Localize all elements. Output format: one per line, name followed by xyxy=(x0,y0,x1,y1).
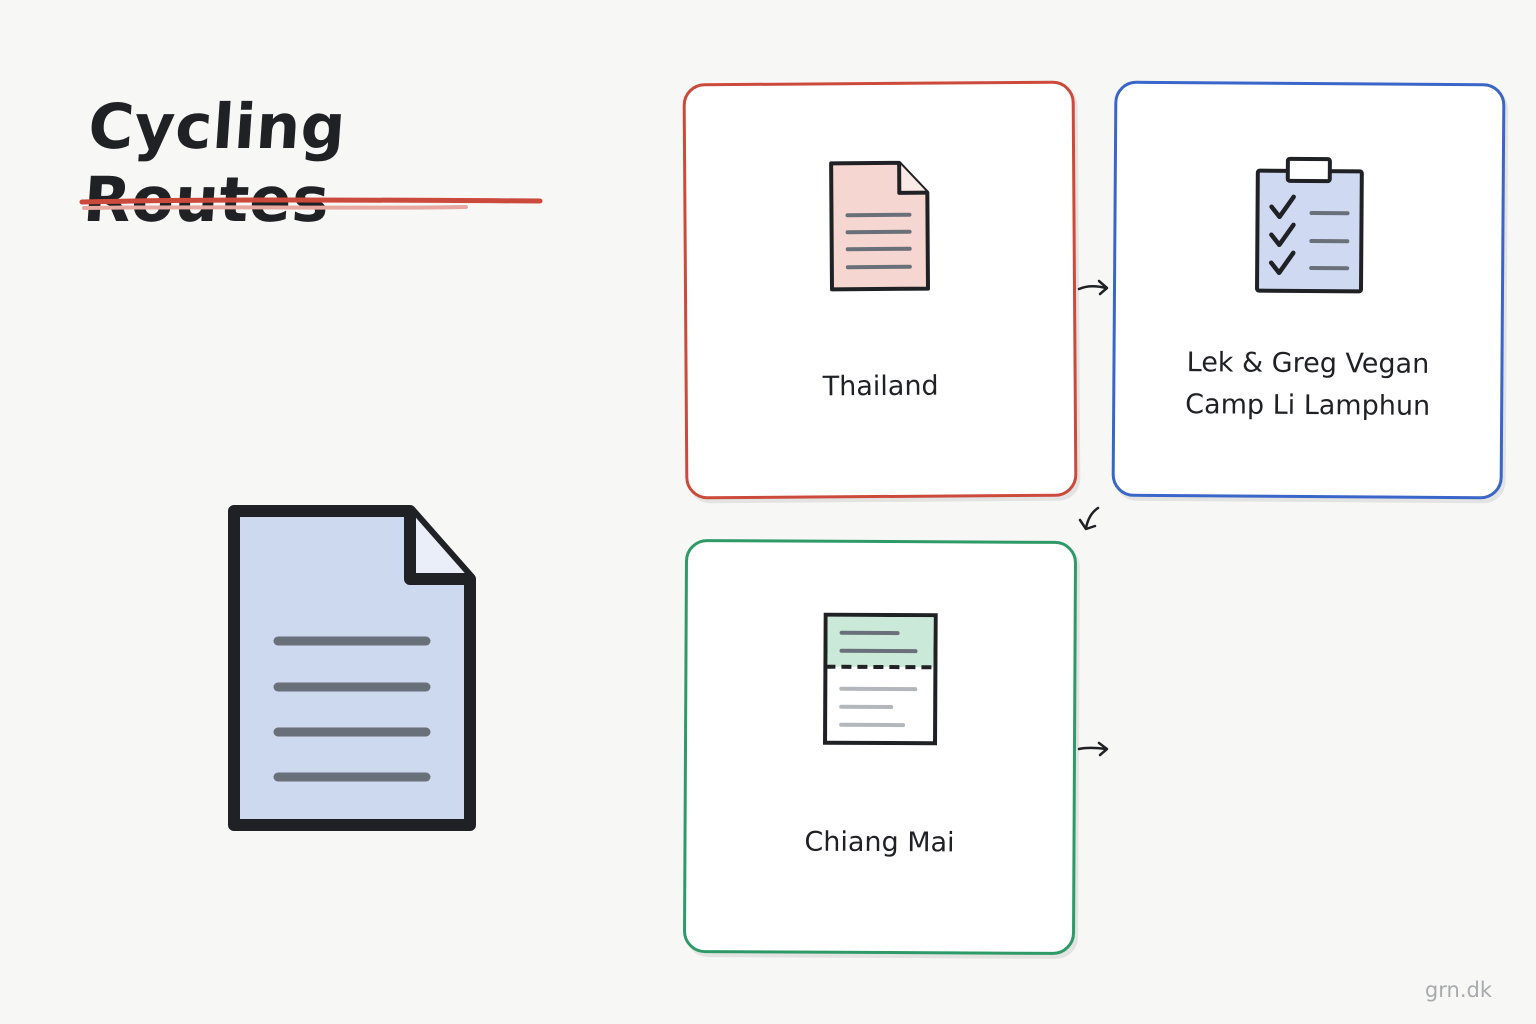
table-sheet-icon xyxy=(823,612,938,746)
card-label-line-1: Lek & Greg Vegan xyxy=(1186,347,1430,380)
card-label-line-2: Camp Li Lamphun xyxy=(1185,389,1431,422)
arrow-right-icon xyxy=(1077,279,1109,296)
card-label: Thailand xyxy=(822,370,939,403)
title-block: Cycling Routes xyxy=(78,88,548,236)
arrow-right-icon xyxy=(1077,741,1109,757)
large-document-icon xyxy=(228,505,476,831)
document-icon xyxy=(829,160,930,292)
clipboard-checklist-icon xyxy=(1254,156,1364,294)
title-underline xyxy=(79,197,543,210)
card-lek-greg-vegan-camp[interactable]: Lek & Greg Vegan Camp Li Lamphun xyxy=(1111,80,1506,500)
watermark: grn.dk xyxy=(1424,978,1492,1002)
card-label: Lek & Greg Vegan Camp Li Lamphun xyxy=(1115,342,1501,429)
card-thailand[interactable]: Thailand xyxy=(682,80,1078,500)
arrow-down-left-icon xyxy=(1078,506,1100,531)
card-chiang-mai[interactable]: Chiang Mai xyxy=(682,538,1078,956)
card-label: Chiang Mai xyxy=(804,826,955,859)
